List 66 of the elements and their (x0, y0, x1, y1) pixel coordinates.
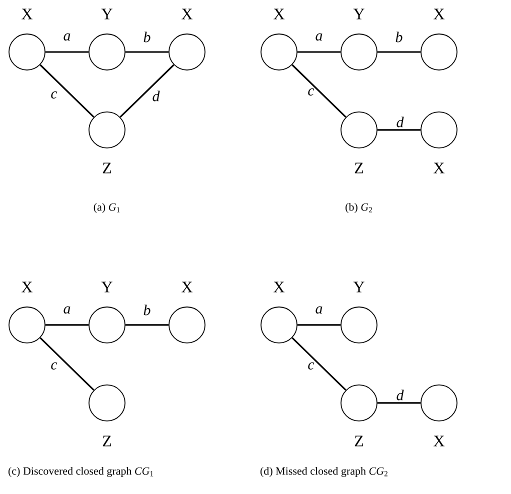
edge-label: b (144, 32, 150, 42)
caption: (b) G$_{2}$ (346, 203, 372, 213)
graph-vertex: X (420, 384, 458, 446)
caption: (d) Missed closed graph CG$_{2}$ (260, 467, 388, 477)
graph-edge (297, 324, 341, 326)
node-label: X (274, 282, 284, 292)
node-label: X (434, 162, 444, 174)
edge-label: c (308, 362, 314, 370)
node-label: Y (101, 282, 112, 292)
node-label: Y (101, 8, 112, 20)
edge-label: c (308, 88, 314, 96)
edge-label: a (316, 33, 322, 41)
graph-vertex: X (420, 112, 458, 174)
graph-edge (292, 64, 346, 118)
graph-vertex: X (168, 8, 206, 70)
graph-vertex: Y (340, 282, 378, 344)
graph-edge (292, 337, 346, 391)
node-label: X (182, 8, 192, 20)
graph-edge (45, 324, 89, 326)
graph-vertex: X (8, 8, 46, 70)
node-label: X (182, 282, 192, 292)
edge-label: a (64, 33, 70, 41)
node-label: Z (102, 436, 112, 446)
graph-vertex: X (168, 282, 206, 344)
edge-label: b (144, 304, 150, 316)
graph-vertex: Y (340, 8, 378, 70)
edge-label: a (64, 306, 70, 314)
graph-edge (377, 51, 421, 53)
node-label: X (434, 8, 444, 20)
node-label: X (274, 8, 284, 20)
graph-edge (40, 64, 94, 118)
node-label: Z (102, 162, 112, 174)
graph-edge (377, 402, 421, 404)
edge-label: b (396, 32, 402, 42)
graph-vertex: Y (88, 8, 126, 70)
node-label: Z (354, 162, 364, 174)
graph-vertex: Z (88, 112, 126, 174)
caption: (a) G$_{1}$ (94, 203, 120, 213)
edge-label: d (152, 90, 160, 102)
node-label: X (434, 436, 444, 446)
graph-vertex: Z (340, 384, 378, 446)
graph-edge (120, 64, 174, 118)
graph-vertex: Z (340, 112, 378, 174)
node-label: Y (353, 8, 364, 20)
node-label: X (22, 282, 32, 292)
caption: (c) Discovered closed graph CG$_{1}$ (8, 467, 154, 477)
graph-vertex: X (260, 8, 298, 70)
graph-vertex: Y (88, 282, 126, 344)
graph-edge (125, 51, 169, 53)
edge-label: a (316, 306, 322, 314)
graph-edge (377, 129, 421, 131)
graph-vertex: X (260, 282, 298, 344)
graph-edge (40, 337, 94, 391)
edge-label: c (51, 362, 58, 370)
edge-label: d (396, 390, 404, 400)
edge-label: d (396, 116, 404, 128)
node-label: Y (353, 282, 364, 292)
graph-edge (125, 324, 169, 326)
node-label: Z (354, 436, 364, 446)
node-label: X (22, 8, 32, 20)
graph-vertex: X (420, 8, 458, 70)
graph-vertex: Z (88, 384, 126, 446)
edge-label: c (51, 91, 58, 99)
graph-edge (297, 51, 341, 53)
graph-edge (45, 51, 89, 53)
graph-vertex: X (8, 282, 46, 344)
